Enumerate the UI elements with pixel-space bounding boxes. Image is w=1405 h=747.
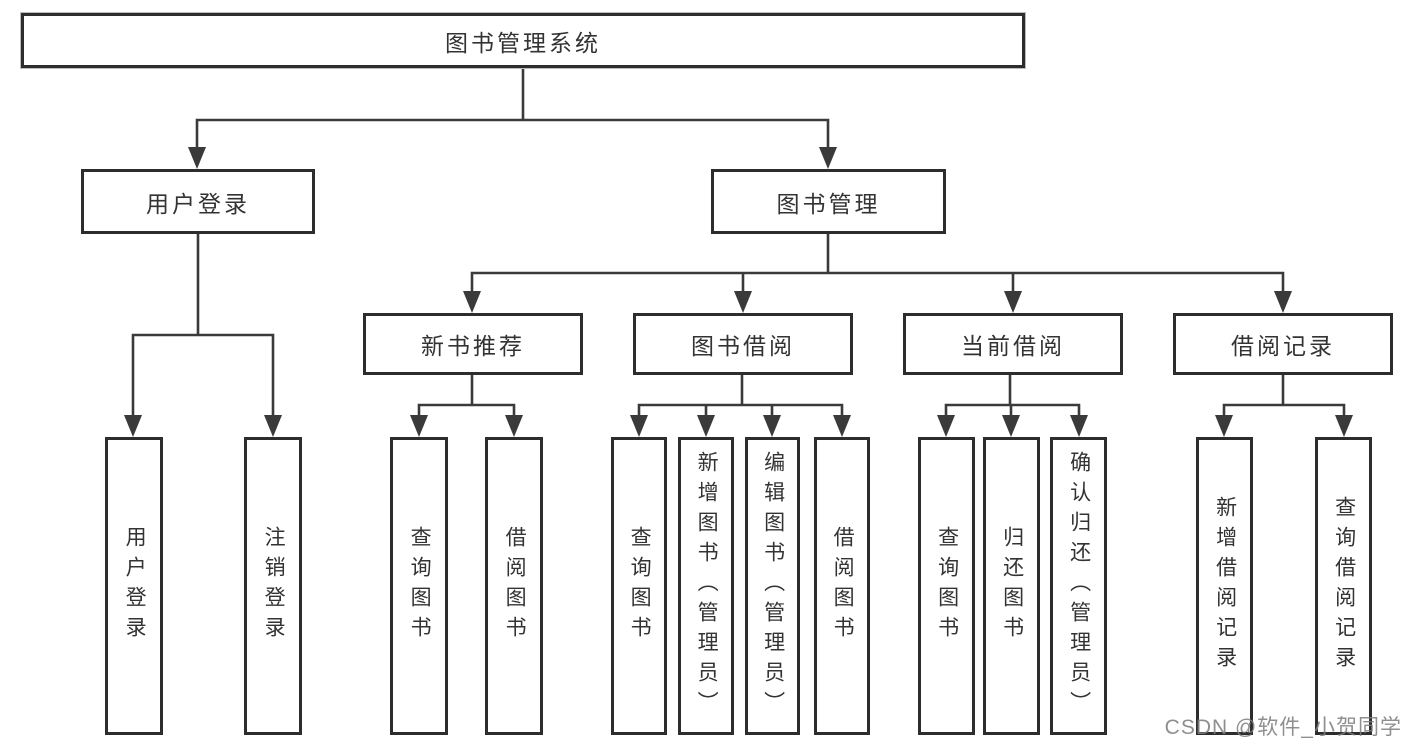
node-label: 借阅图书 [831, 526, 855, 646]
node-label: 新增图书（管理员） [695, 451, 719, 721]
leaf-return-books: 归还图书 [983, 437, 1040, 735]
node-book-borrowing: 图书借阅 [633, 313, 853, 375]
node-label: 查询借阅记录 [1332, 496, 1356, 676]
node-label: 用户登录 [123, 526, 147, 646]
node-label: 查询图书 [628, 526, 652, 646]
node-label: 图书借阅 [691, 333, 795, 359]
node-label: 确认归还（管理员） [1067, 451, 1091, 721]
leaf-confirm-return-admin: 确认归还（管理员） [1050, 437, 1107, 735]
leaf-query-books-recommend: 查询图书 [390, 437, 448, 735]
node-new-book-recommendation: 新书推荐 [363, 313, 583, 375]
node-label: 注销登录 [262, 526, 286, 646]
leaf-borrow-books-recommend: 借阅图书 [485, 437, 543, 735]
leaf-query-books-borrow: 查询图书 [611, 437, 667, 735]
node-label: 借阅图书 [503, 526, 527, 646]
arrowheads [124, 147, 1353, 437]
node-label: 新增借阅记录 [1213, 496, 1237, 676]
leaf-add-borrow-record: 新增借阅记录 [1196, 437, 1253, 735]
node-library-management-system: 图书管理系统 [21, 13, 1025, 68]
node-label: 用户登录 [146, 190, 250, 217]
node-label: 新书推荐 [421, 333, 525, 359]
connector-lines [131, 66, 1346, 420]
node-label: 归还图书 [1000, 526, 1024, 646]
csdn-watermark: CSDN @软件_小贺同学 [1164, 716, 1402, 739]
node-user-login: 用户登录 [81, 169, 315, 234]
leaf-borrow-books: 借阅图书 [814, 437, 870, 735]
leaf-query-borrow-record: 查询借阅记录 [1315, 437, 1372, 735]
node-label: 当前借阅 [961, 333, 1065, 359]
node-borrowing-records: 借阅记录 [1173, 313, 1393, 375]
node-book-management: 图书管理 [711, 169, 946, 234]
node-label: 图书管理系统 [445, 29, 601, 56]
leaf-add-books-admin: 新增图书（管理员） [678, 437, 734, 735]
leaf-query-books-current: 查询图书 [918, 437, 975, 735]
leaf-user-login: 用户登录 [105, 437, 163, 735]
node-label: 借阅记录 [1231, 333, 1335, 359]
node-label: 图书管理 [776, 190, 881, 217]
leaf-edit-books-admin: 编辑图书（管理员） [745, 437, 800, 735]
node-current-borrowing: 当前借阅 [903, 313, 1123, 375]
node-label: 查询图书 [935, 526, 959, 646]
node-label: 查询图书 [408, 526, 432, 646]
node-label: 编辑图书（管理员） [761, 451, 785, 721]
leaf-logout: 注销登录 [244, 437, 302, 735]
